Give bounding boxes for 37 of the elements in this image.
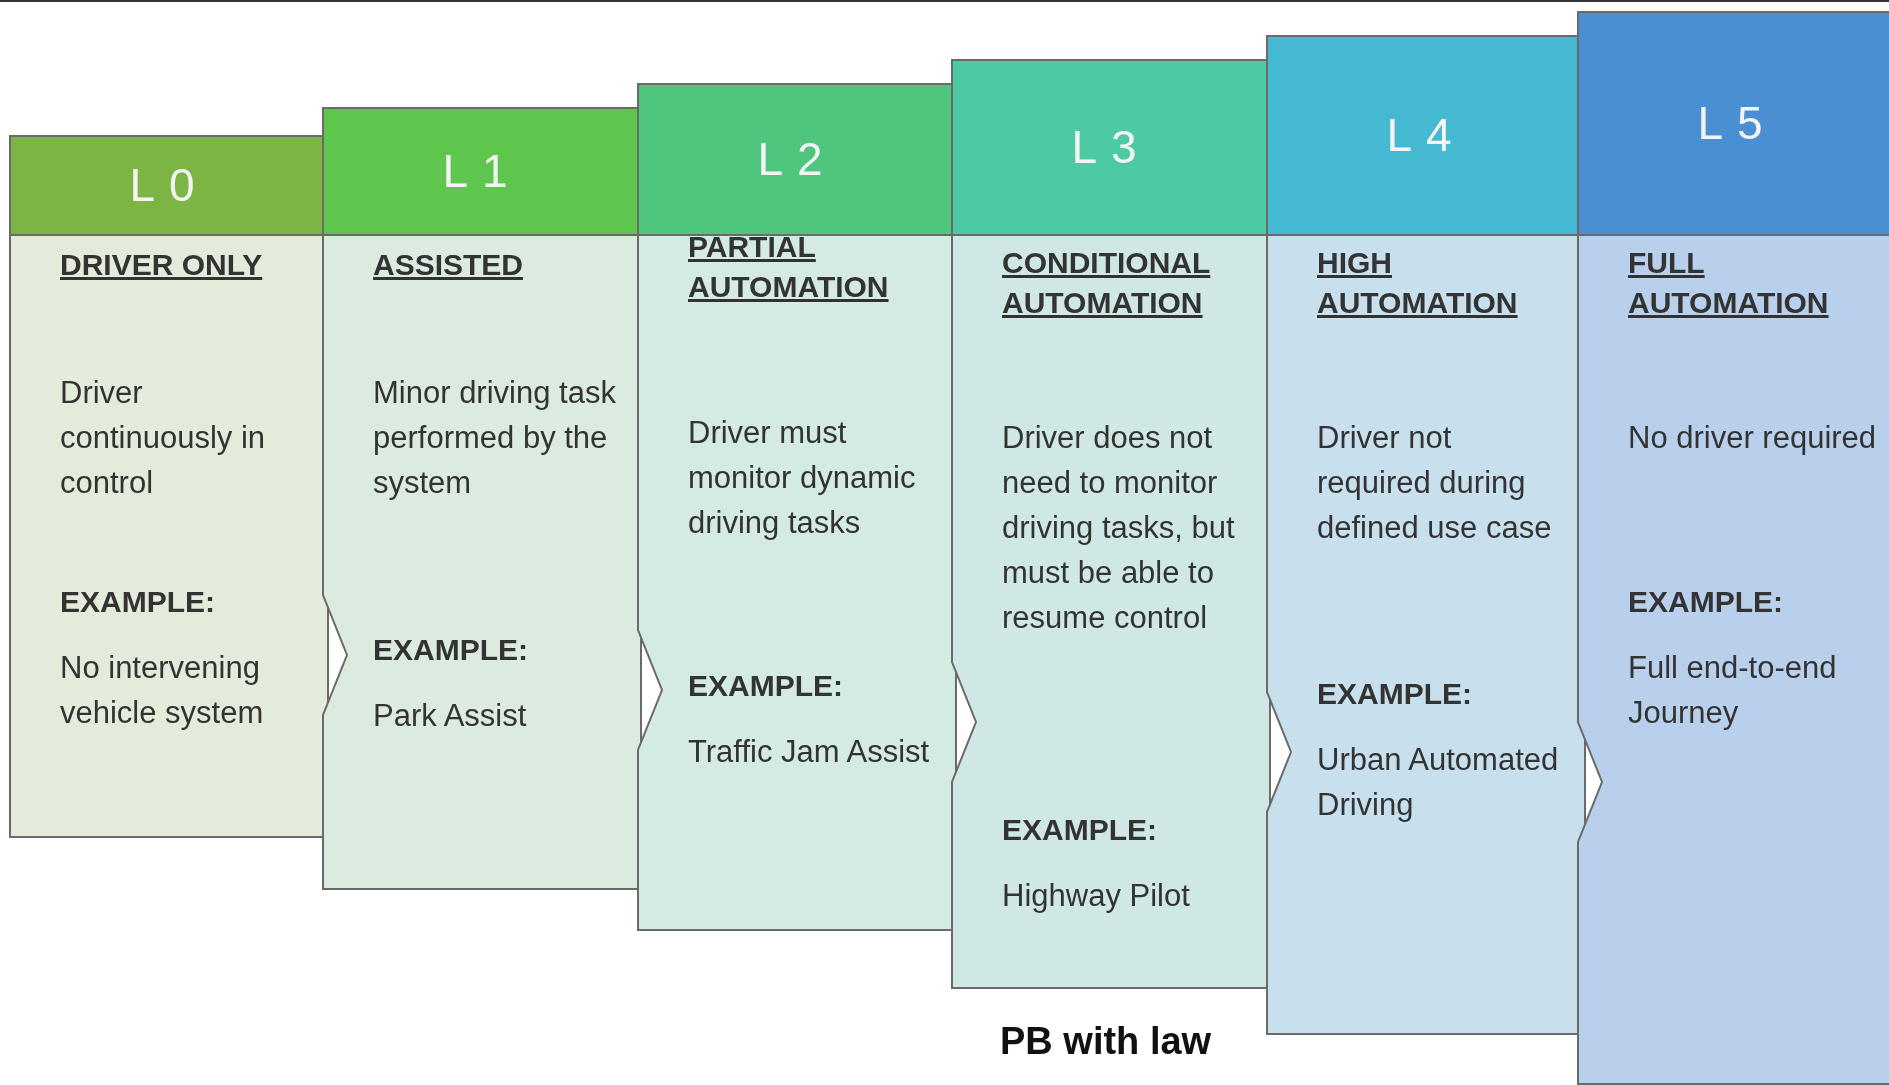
level-label: L0 [128, 157, 210, 212]
level-title: DRIVER ONLY [60, 247, 264, 283]
description: Minor driving task performed by the system [373, 374, 617, 502]
description: No driver required [1628, 419, 1878, 457]
description: Driver not required during defined use case [1317, 419, 1553, 547]
example-heading: EXAMPLE: [60, 585, 215, 619]
example-text: Urban Automated Driving [1317, 741, 1560, 824]
level-column [1578, 12, 1889, 1084]
example-text: Park Assist [373, 697, 528, 735]
example-text: No intervening vehicle system [60, 649, 265, 732]
level-column [1267, 36, 1585, 1034]
level-column [638, 84, 956, 930]
level-label: L3 [1070, 119, 1152, 174]
level-title: PARTIAL AUTOMATION [688, 229, 890, 305]
level-title: FULL AUTOMATION [1628, 245, 1830, 321]
level-column [952, 60, 1270, 988]
level-title: HIGH AUTOMATION [1317, 245, 1519, 321]
level-title: CONDITIONAL AUTOMATION [1002, 245, 1212, 321]
level-label: L5 [1696, 95, 1778, 150]
level-label: L4 [1385, 107, 1467, 162]
level-column [10, 136, 328, 837]
example-text: Full end-to-end Journey [1628, 649, 1838, 732]
description: Driver must monitor dynamic driving tasks [688, 414, 917, 542]
caption: PB with law [1000, 1020, 1212, 1063]
description: Driver does not need to monitor driving tasks, but must be able to resume control [1002, 419, 1236, 637]
level-label: L1 [441, 143, 523, 198]
description: Driver continuously in control [60, 374, 267, 502]
example-heading: EXAMPLE: [1317, 677, 1472, 711]
level-title: ASSISTED [373, 247, 525, 283]
level-column [323, 108, 641, 889]
example-heading: EXAMPLE: [373, 633, 528, 667]
level-label: L2 [756, 131, 838, 186]
example-heading: EXAMPLE: [1002, 813, 1157, 847]
example-heading: EXAMPLE: [688, 669, 843, 703]
example-heading: EXAMPLE: [1628, 585, 1783, 619]
example-text: Highway Pilot [1002, 877, 1191, 915]
example-text: Traffic Jam Assist [688, 733, 931, 771]
